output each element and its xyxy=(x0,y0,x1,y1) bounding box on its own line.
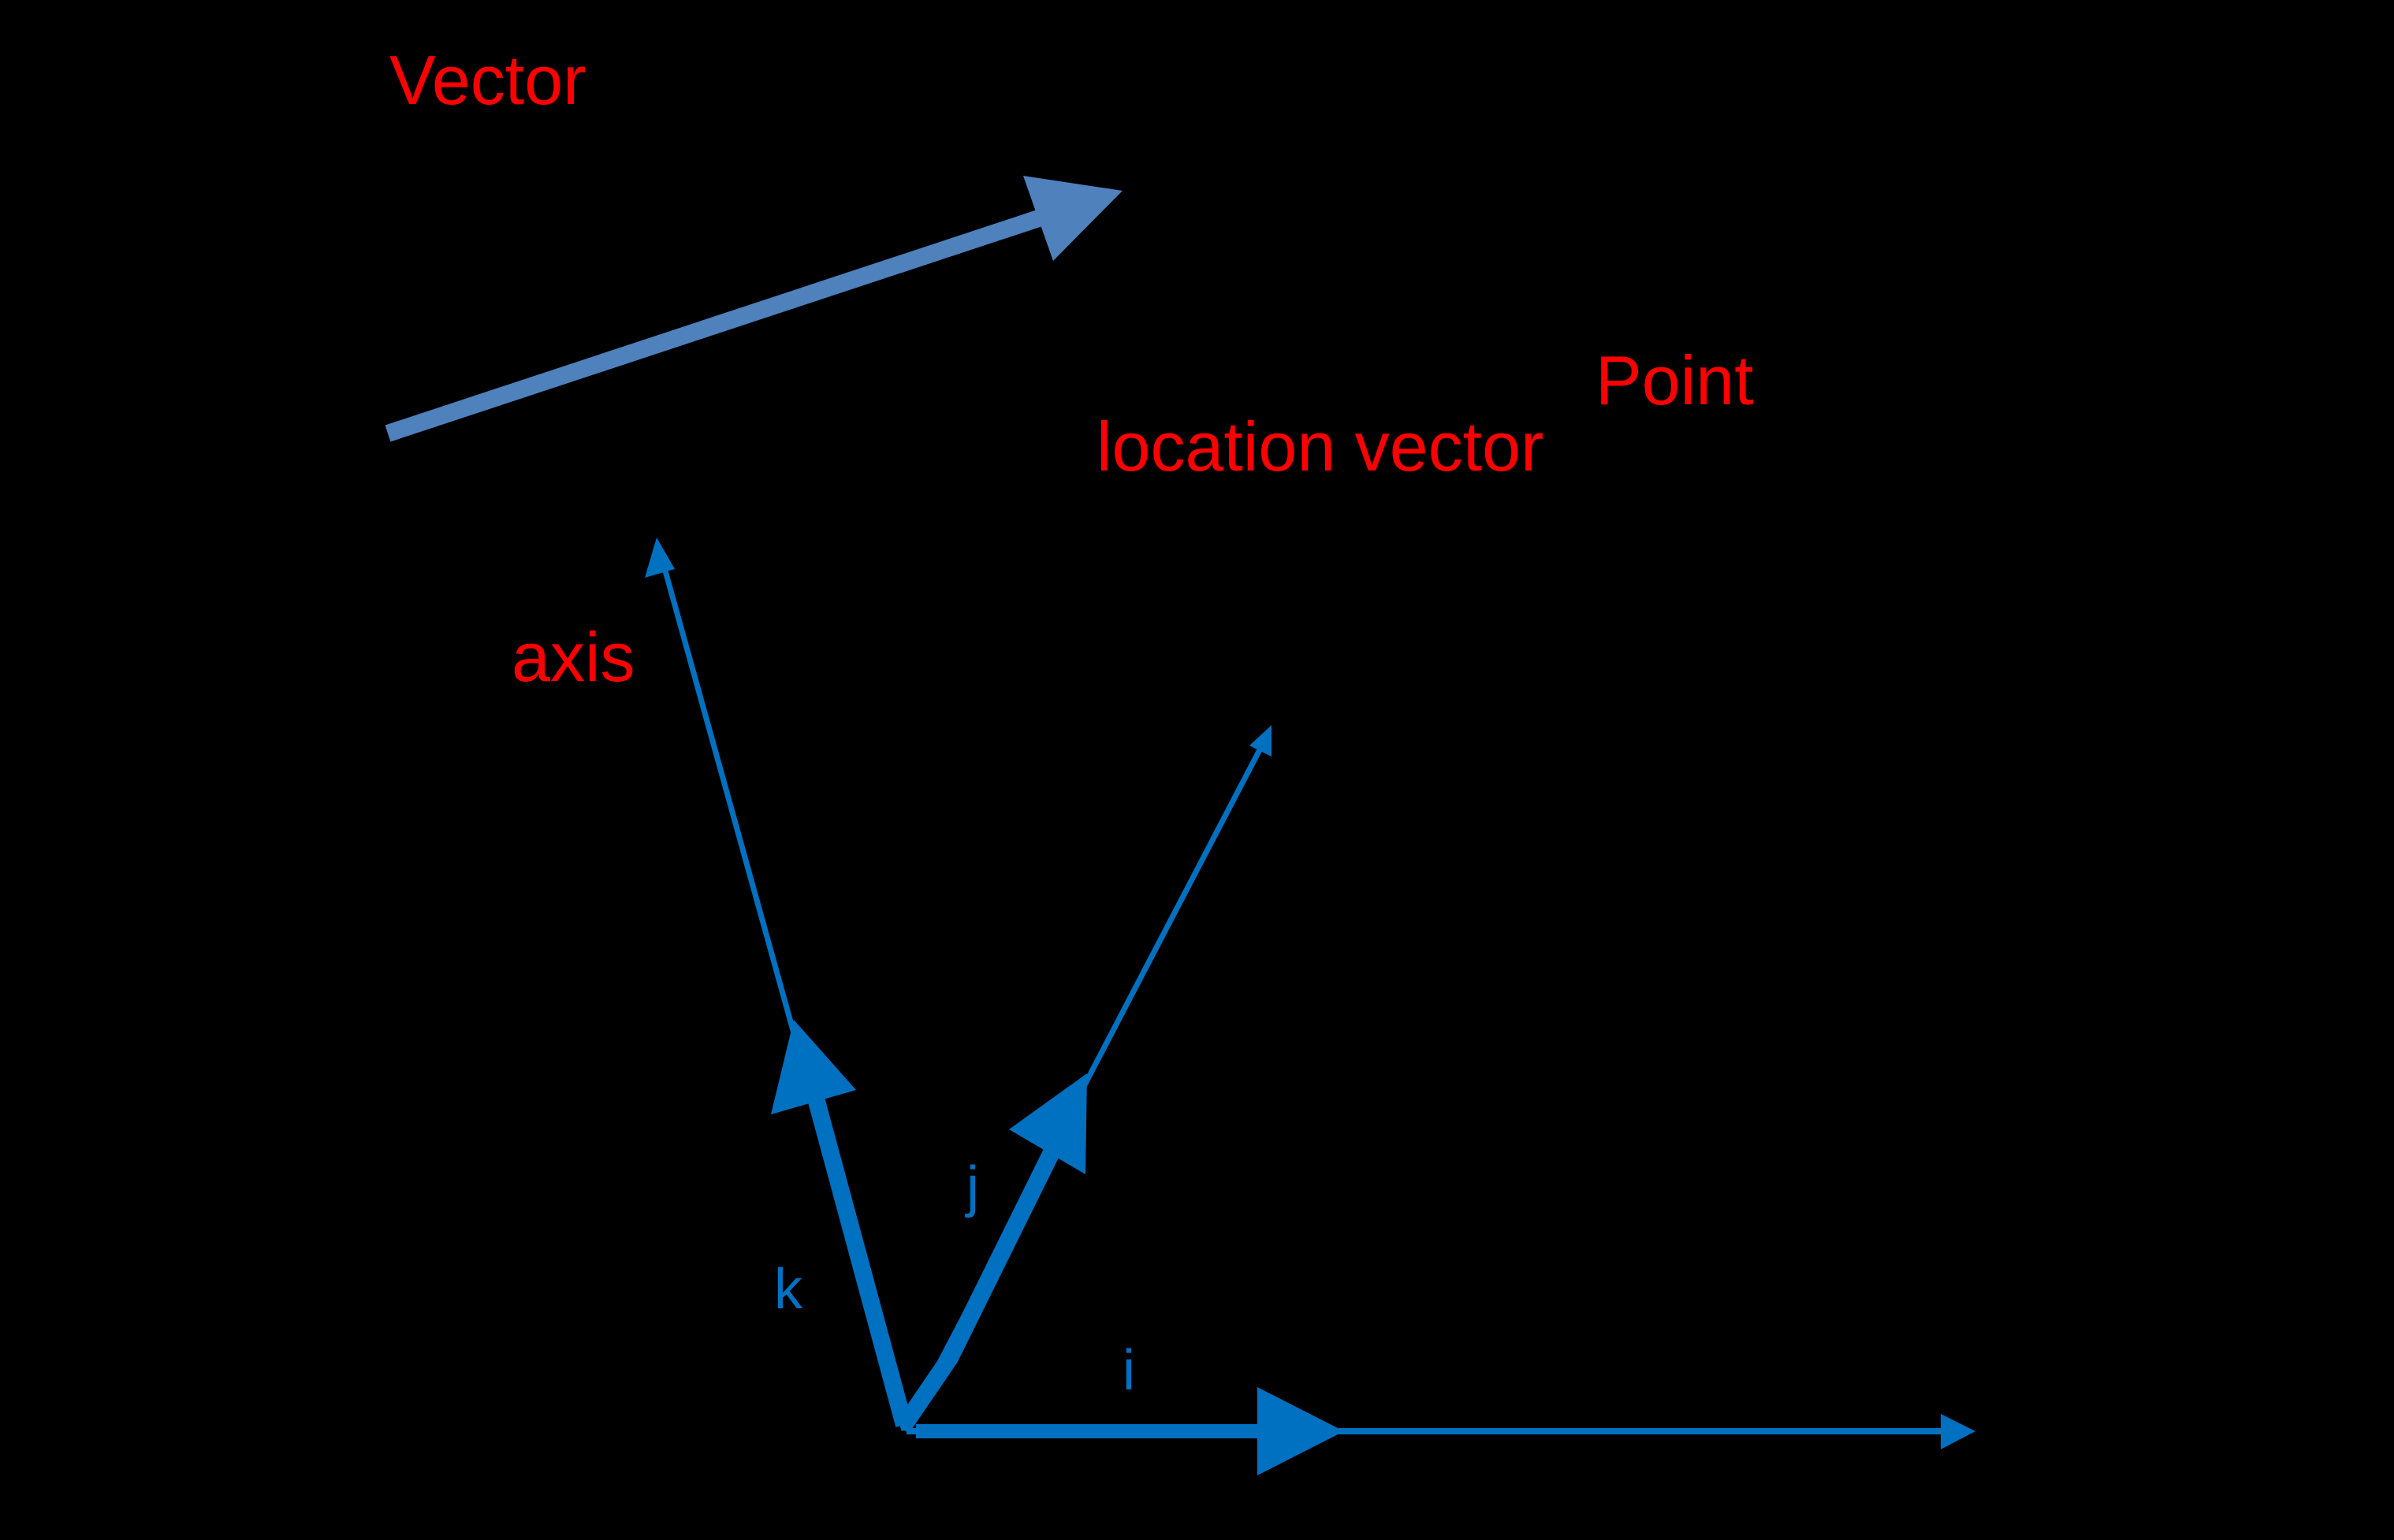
k-axis-arrowhead-icon xyxy=(645,538,675,578)
free-vector-arrow-icon xyxy=(385,176,1123,442)
k-label: k xyxy=(774,1258,803,1321)
i-unit-vector-arrow-icon xyxy=(916,1387,1344,1475)
j-label: j xyxy=(965,1155,979,1218)
j-axis-arrowhead-icon xyxy=(1249,725,1271,757)
j-unit-vector-arrow-icon xyxy=(896,1073,1087,1430)
vector-label: Vector xyxy=(389,41,586,119)
i-label: i xyxy=(1123,1339,1135,1402)
k-unit-vector-arrow-icon xyxy=(771,1020,913,1427)
i-axis-arrowhead-icon xyxy=(1941,1414,1975,1449)
point-label: Point xyxy=(1595,341,1754,419)
axis-label: axis xyxy=(512,618,635,696)
location-vector-label: location vector xyxy=(1096,407,1543,485)
